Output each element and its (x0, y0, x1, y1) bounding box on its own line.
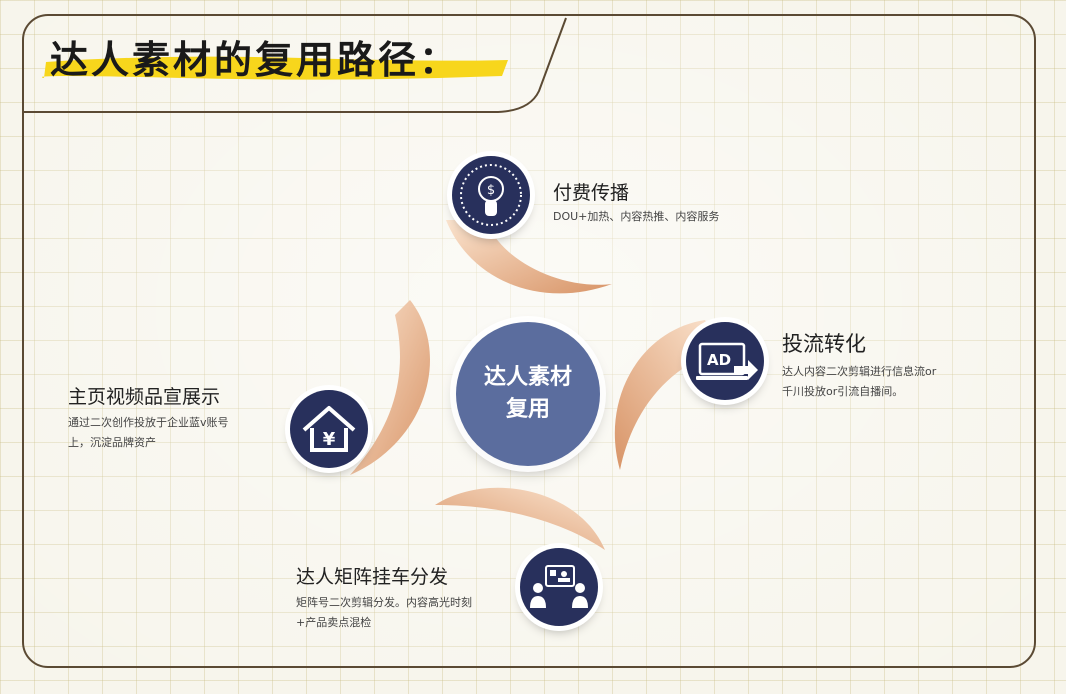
house-yen-icon: ¥ (302, 406, 356, 452)
page-title: 达人素材的复用路径： (50, 38, 461, 82)
header-divider (24, 17, 567, 113)
title-highlight-brush (42, 56, 508, 80)
paid-spread-desc: DOU+加热、内容热推、内容服务 (553, 210, 720, 223)
homepage-video-node: ¥ (290, 390, 368, 468)
creator-matrix-desc-line2: +产品卖点混检 (296, 616, 372, 629)
homepage-video-desc-line2: 上，沉淀品牌资产 (68, 436, 156, 449)
homepage-video-title: 主页视频品宣展示 (68, 386, 221, 408)
ad-screen-icon: AD (696, 342, 758, 380)
creator-matrix-label: 达人矩阵挂车分发 矩阵号二次剪辑分发。内容高光时刻 +产品卖点混检 (296, 562, 472, 633)
arc-bottom (435, 487, 605, 550)
svg-text:¥: ¥ (323, 429, 336, 450)
homepage-video-label: 主页视频品宣展示 通过二次创作投放于企业蓝v账号 上，沉淀品牌资产 (68, 382, 229, 453)
svg-text:AD: AD (707, 351, 731, 369)
traffic-conversion-desc-line2: 千川投放or引流自播间。 (782, 385, 904, 398)
center-label-line2: 复用 (505, 397, 550, 422)
traffic-conversion-label: 投流转化 达人内容二次剪辑进行信息流or 千川投放or引流自播间。 (782, 328, 936, 402)
coin-hand-icon: $ (460, 164, 522, 226)
creator-matrix-desc-line1: 矩阵号二次剪辑分发。内容高光时刻 (296, 596, 472, 609)
title-group: 达人素材的复用路径： (42, 30, 508, 90)
arc-left (350, 300, 430, 475)
presentation-people-icon (530, 565, 588, 608)
paid-spread-title: 付费传播 (553, 182, 630, 204)
traffic-conversion-desc-line1: 达人内容二次剪辑进行信息流or (782, 365, 937, 378)
homepage-video-desc-line1: 通过二次创作投放于企业蓝v账号 (68, 416, 229, 429)
paid-spread-node: $ (452, 156, 530, 234)
creator-matrix-title: 达人矩阵挂车分发 (296, 566, 449, 588)
center-label-line1: 达人素材 (483, 365, 572, 390)
svg-text:$: $ (487, 183, 495, 198)
paid-spread-label: 付费传播 DOU+加热、内容热推、内容服务 (553, 178, 719, 227)
creator-matrix-node (520, 548, 598, 626)
center-hub: 达人素材 复用 (456, 322, 600, 466)
traffic-conversion-title: 投流转化 (782, 332, 866, 356)
arc-top (446, 220, 612, 294)
traffic-conversion-node: AD (686, 322, 764, 400)
